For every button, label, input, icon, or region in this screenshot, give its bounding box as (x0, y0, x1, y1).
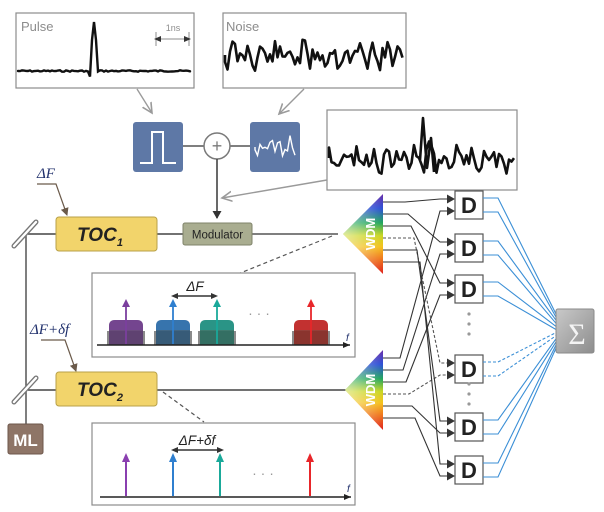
detector-ellipsis (467, 312, 471, 406)
sum-input-line (483, 240, 557, 321)
spectrum-panel-1: f ΔF · · · (91, 272, 356, 358)
sum-input-line (483, 254, 557, 324)
fiber-wdm1-to-d1 (383, 194, 455, 204)
detector-4: D (454, 354, 484, 384)
noise-trace (223, 38, 404, 72)
delta-f2-arrow (41, 339, 78, 372)
mode-locked-laser: ML (7, 423, 44, 455)
noise-panel: Noise (222, 12, 407, 89)
ml-label: ML (13, 431, 38, 450)
detector-label: D (461, 277, 477, 302)
detector-label: D (461, 193, 477, 218)
fiber-wdm2-to-d5 (383, 405, 455, 438)
fiber-routing (383, 194, 455, 481)
detector-6: D (454, 455, 484, 485)
sum-input-line (483, 281, 557, 327)
pulse-panel: Pulse 1ns (15, 12, 195, 89)
wdm-1: WDM (343, 194, 383, 274)
sigma-icon: Σ (568, 318, 585, 351)
noise-generator-block (250, 122, 300, 172)
freq-axis-label-2: f (347, 484, 351, 495)
wdm-2: WDM (345, 350, 383, 430)
spacing-label-1: ΔF (185, 279, 204, 294)
comb-arrowhead-2-teal (216, 453, 224, 462)
fiber-wdm2-to-d6 (383, 417, 455, 481)
fiber-wdm2-to-d4 (383, 370, 455, 395)
detector-label: D (461, 357, 477, 382)
detector-2: D (454, 233, 484, 263)
freq-axis-label-1: f (346, 333, 350, 344)
detector-label: D (461, 236, 477, 261)
plus-icon: + (212, 136, 223, 156)
detector-to-sum-lines (483, 197, 557, 478)
fiber-wdm2-to-d2 (383, 249, 455, 371)
fiber-wdm1-to-d6 (383, 261, 455, 469)
noise-to-generator-arrow (279, 88, 305, 114)
detector-3: D (454, 274, 484, 304)
delta-f-arrow (37, 183, 69, 216)
detector-5: D (454, 412, 484, 442)
spectrum-panel-2: f ΔF+δf · · · (91, 422, 356, 506)
sum-input-line (483, 338, 557, 421)
beam-splitter-2 (11, 375, 39, 405)
pulse-to-generator-arrow (136, 88, 152, 113)
square-pulse-icon (140, 131, 176, 164)
adder: + (203, 132, 231, 160)
summation-block: Σ (555, 308, 595, 354)
delta-f-plus-delta-label: ΔF+δf (29, 322, 71, 338)
sum-input-line (483, 211, 557, 318)
sum-input-line (483, 332, 557, 363)
combined-trace (327, 116, 516, 175)
beam-splitter-1 (11, 219, 39, 249)
modulator-block: Modulator (182, 222, 253, 246)
comb-arrowhead-2-red (306, 453, 314, 462)
wdm2-label: WDM (363, 374, 378, 407)
sum-input-line (483, 335, 557, 377)
detector-1: D (454, 190, 484, 220)
toc2-block: TOC2 (55, 371, 158, 407)
scale-label: 1ns (166, 23, 181, 33)
sum-input-line (483, 295, 557, 330)
fiber-wdm1-to-d4 (383, 237, 455, 368)
toc1-label: TOC1 (77, 225, 123, 249)
fiber-wdm1-to-d3 (383, 225, 455, 288)
pulse-trace (16, 21, 192, 77)
noise-title: Noise (226, 19, 259, 34)
sum-input-line (483, 347, 557, 478)
toc2-label: TOC2 (77, 380, 123, 404)
comb-arrowhead-2-blue (169, 453, 177, 462)
sum-input-line (483, 344, 557, 464)
combined-signal-panel (326, 109, 518, 191)
pulse-title: Pulse (21, 19, 54, 34)
scale-bar: 1ns (154, 23, 191, 46)
sum-input-line (483, 341, 557, 435)
spacing-label-2: ΔF+δf (178, 433, 217, 448)
comb-arrowhead-2-purple (122, 453, 130, 462)
noise-icon (254, 135, 296, 159)
modulator-label: Modulator (192, 230, 243, 242)
detector-label: D (461, 458, 477, 483)
fiber-wdm1-to-d2 (383, 213, 455, 247)
ellipsis-1: · · · (248, 305, 270, 321)
ellipsis-2: · · · (252, 465, 274, 481)
combined-to-modulator-arrow (222, 179, 328, 198)
fiber-wdm2-to-d1 (383, 206, 455, 359)
wdm1-label: WDM (363, 218, 378, 251)
pulse-generator-block (133, 122, 183, 172)
detector-label: D (461, 415, 477, 440)
delta-f-label: ΔF (36, 166, 56, 182)
fiber-wdm2-to-d3 (383, 290, 455, 383)
toc1-block: TOC1 (55, 216, 158, 252)
sum-input-line (483, 197, 557, 315)
fiber-wdm1-to-d5 (383, 249, 455, 426)
